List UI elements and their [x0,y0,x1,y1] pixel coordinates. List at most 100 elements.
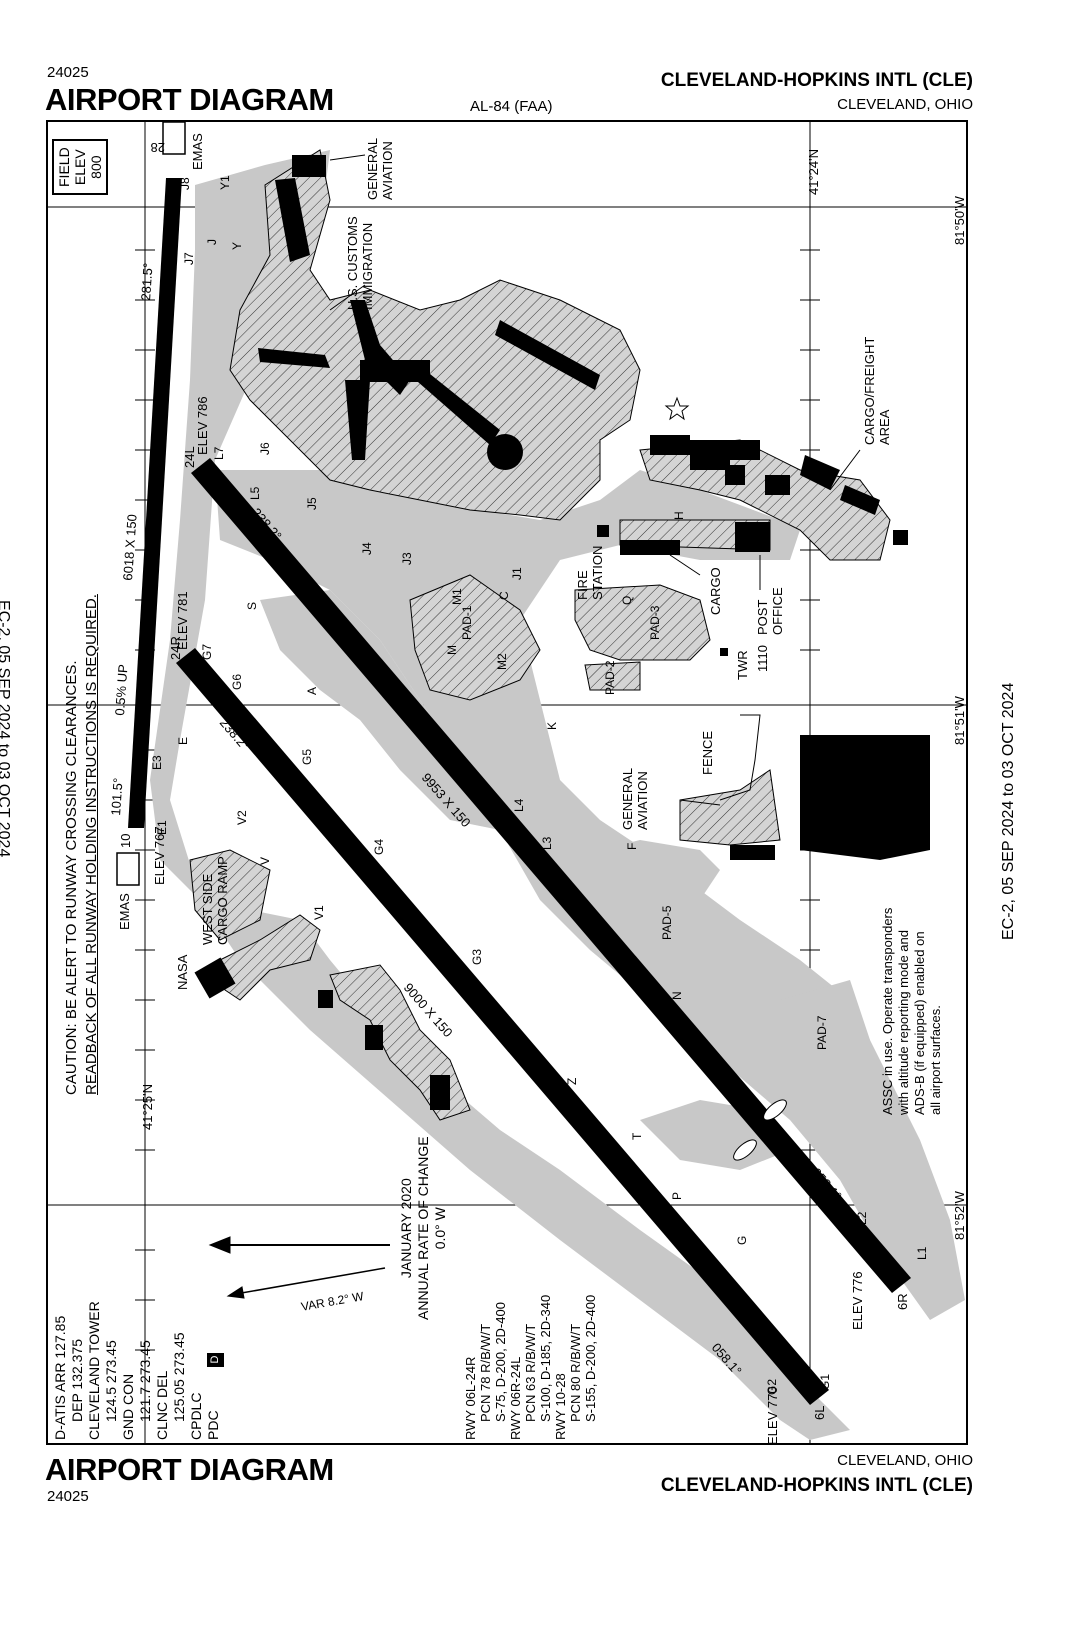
lon-label-51w: 81°51'W [952,696,967,745]
cargo-building-4 [725,465,745,485]
freight-building-3 [893,530,908,545]
taxiway-label: A [305,686,319,695]
taxiway-label: G2 [765,1378,779,1395]
taxiway-label: V2 [235,810,249,825]
taxiway-label: J6 [258,442,272,455]
rwy-6l-end: 6L [812,1405,827,1420]
chart-frame [46,120,968,1445]
pad-1-label: PAD-1 [460,605,474,640]
taxiway-label: S [245,601,259,610]
caution-line-2: READBACK OF ALL RUNWAY HOLDING INSTRUCTI… [83,594,100,1095]
strength-line: S-155, D-200, 2D-400 [583,1294,598,1422]
cargo-shed [620,540,680,555]
assc-line: ADS-B (if equipped) enabled on [912,931,927,1115]
fire-station-building [597,525,609,537]
strength-rwy-10: RWY 10-28 [553,1373,568,1440]
taxiway-label: J7 [182,252,196,265]
pad-2-label: PAD-2 [603,660,617,695]
tower [720,648,728,656]
nasa-glenn-complex [800,735,930,860]
west-side-cargo-ramp [189,849,271,941]
fence-line [719,714,761,801]
emas-label-south: EMAS [117,893,132,930]
taxiway-label: L7 [212,446,226,460]
taxiway-label: E3 [150,755,164,770]
rwy-6l-elev: ELEV 770 [765,1386,780,1445]
taxiway-label: J [205,239,219,245]
freq-line: CLNC DEL [154,1370,170,1440]
taxiway-label: E1 [155,820,169,835]
taxiway-label: Y1 [218,175,232,190]
runway-10-28 [128,178,182,828]
p-hold-marker-2 [763,1099,787,1121]
p-hold-marker-1 [733,1139,757,1161]
taxiway-label: G5 [300,748,314,765]
taxiway-label: M [445,645,459,655]
taxiway-label: V [258,856,272,865]
taxiway-label: E [176,736,190,745]
freq-line: CLEVELAND TOWER [86,1301,102,1440]
north-arrow [208,1236,390,1254]
taxiway-label: C [497,591,511,600]
rwy-24l-elev: ELEV 786 [195,396,210,455]
freq-line: DEP 132.375 [69,1338,85,1422]
rwy-6r-elev: ELEV 776 [850,1271,865,1330]
strength-rwy-06l: RWY 06L-24R [463,1356,478,1440]
taxiway-label: G4 [372,838,386,855]
us-customs-label: U.S. CUSTOMS IMMIGRATION [345,216,375,310]
concourse-d [410,370,500,445]
taxiway-label: H [672,511,686,520]
taxiway-label: J1 [510,567,524,580]
cpdlc-badge: D [207,1352,224,1367]
rate-line-3: 0.0° W [432,1207,448,1250]
rwy-28-heading: 281.5° [138,262,156,302]
sw-building-2 [365,1025,383,1050]
freight-building-2 [840,485,880,515]
west-side-cargo-label: WEST SIDE CARGO RAMP [200,856,230,945]
taxiway-label: G [735,1235,749,1245]
strength-rwy-06r: RWY 06R-24L [508,1356,523,1440]
taxiway-label: L5 [248,486,262,500]
taxiway-label: K [545,721,559,730]
main-terminal [360,360,430,382]
assc-note: ASSC in use. Operate transponders with a… [880,908,944,1115]
rwy-28-end: 28 [150,140,165,155]
field-elev-value: 800 [88,155,104,179]
taxiway-label: M2 [495,653,509,670]
diagram-title-top: AIRPORT DIAGRAM [45,82,334,117]
pad-3-label: PAD-3 [648,605,662,640]
frequencies-block: D-ATIS ARR 127.85 DEP 132.375 CLEVELAND … [52,1301,224,1440]
lon-label-50w: 81°50'W [952,196,967,245]
variation-arrow [226,1267,386,1299]
strength-line: PCN 78 R/B/W/T [478,1323,493,1422]
pad-7-label: PAD-7 [815,1015,829,1050]
general-aviation-south-apron [679,769,781,846]
taxiway-label: L2 [855,1211,869,1225]
ga-south-building [730,845,775,860]
volume-number-top: 24025 [47,64,89,81]
pad-5-label: PAD-5 [660,905,674,940]
city-bottom: CLEVELAND, OHIO [837,1452,973,1469]
procedure-number: AL-84 (FAA) [470,98,553,115]
taxiway-label: G3 [470,948,484,965]
rate-line-1: JANUARY 2020 [398,1178,414,1279]
pad-3-apron [574,584,711,661]
taxiway-label: Z [565,1077,579,1085]
taxiway-label: J3 [400,552,414,565]
freq-line: 124.5 273.45 [103,1340,119,1422]
diagram-title-bottom: AIRPORT DIAGRAM [45,1452,334,1487]
taxiway-label: Q [620,595,634,605]
emas-north [162,121,186,155]
assc-line: all airport surfaces. [928,1005,943,1115]
runway-06r-24l [191,458,911,1293]
rate-line-2: ANNUAL RATE OF CHANGE [415,1136,431,1320]
nasa-apron [219,914,321,1001]
cargo-building-1 [650,435,690,455]
lon-label-52w: 81°52'W [952,1191,967,1240]
nasa-building [194,957,236,999]
freq-line: CPDLC [188,1392,204,1440]
taxiway-label: M1 [450,588,464,605]
tower-label: TWR [735,650,750,680]
lat-label-24n: 41°24'N [806,149,821,195]
